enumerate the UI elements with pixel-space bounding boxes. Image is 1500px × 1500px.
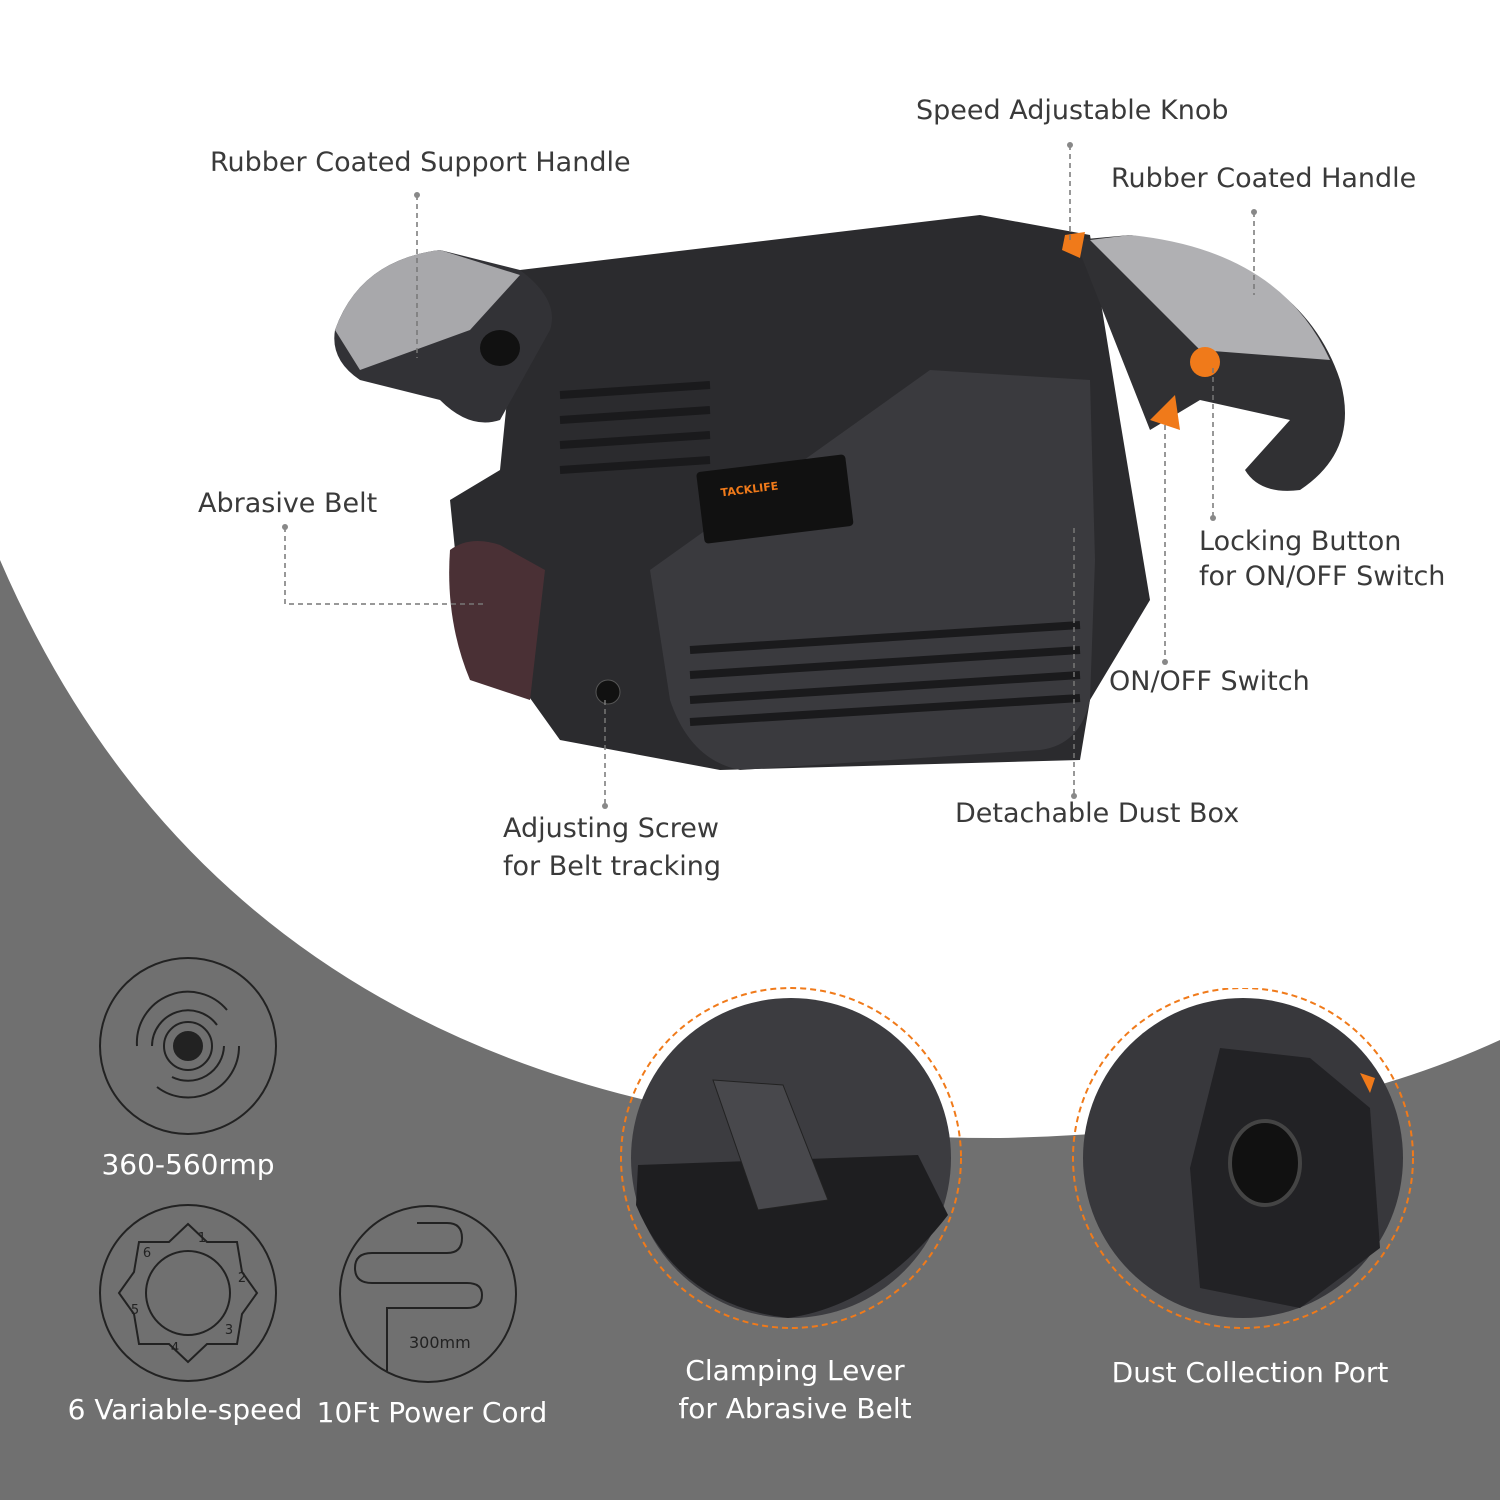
dial-number: 3 [225, 1323, 233, 1338]
label-locking-button: Locking Button for ON/OFF Switch [1199, 524, 1445, 594]
feature-variable-speed: 6 Variable-speed [67, 1393, 303, 1426]
dial-number: 4 [171, 1341, 179, 1356]
dial-number: 2 [238, 1271, 246, 1286]
variable-speed-dial-icon: 1 2 3 4 5 6 [99, 1204, 277, 1382]
power-cord-icon: 300mm [339, 1205, 517, 1383]
label-handle: Rubber Coated Handle [1111, 163, 1417, 194]
cord-length-mark: 300mm [409, 1333, 471, 1352]
label-line: Clamping Lever [685, 1354, 905, 1387]
dust-port-closeup [1072, 988, 1414, 1329]
label-line: Adjusting Screw [503, 813, 719, 844]
label-dust-box: Detachable Dust Box [955, 798, 1240, 829]
label-onoff-switch: ON/OFF Switch [1109, 666, 1310, 697]
clamping-lever-closeup [620, 987, 962, 1329]
label-line: Locking Button [1199, 526, 1402, 557]
dial-number: 5 [131, 1303, 139, 1318]
label-support-handle: Rubber Coated Support Handle [210, 147, 631, 178]
feature-speed-range: 360-560rmp [101, 1148, 275, 1181]
dial-number: 6 [143, 1246, 151, 1261]
feature-clamping-lever: Clamping Lever for Abrasive Belt [640, 1352, 950, 1428]
label-line: for Belt tracking [503, 851, 721, 882]
abrasive-belt [449, 541, 545, 700]
dial-number: 1 [198, 1231, 206, 1246]
label-line: for Abrasive Belt [678, 1392, 912, 1425]
label-adjusting-screw: Adjusting Screw for Belt tracking [503, 810, 721, 886]
speed-range-icon [99, 957, 277, 1135]
feature-power-cord: 10Ft Power Cord [316, 1396, 548, 1429]
label-line: for ON/OFF Switch [1199, 561, 1446, 592]
label-abrasive-belt: Abrasive Belt [198, 488, 378, 519]
label-speed-knob: Speed Adjustable Knob [916, 95, 1229, 126]
feature-dust-port: Dust Collection Port [1111, 1356, 1389, 1389]
